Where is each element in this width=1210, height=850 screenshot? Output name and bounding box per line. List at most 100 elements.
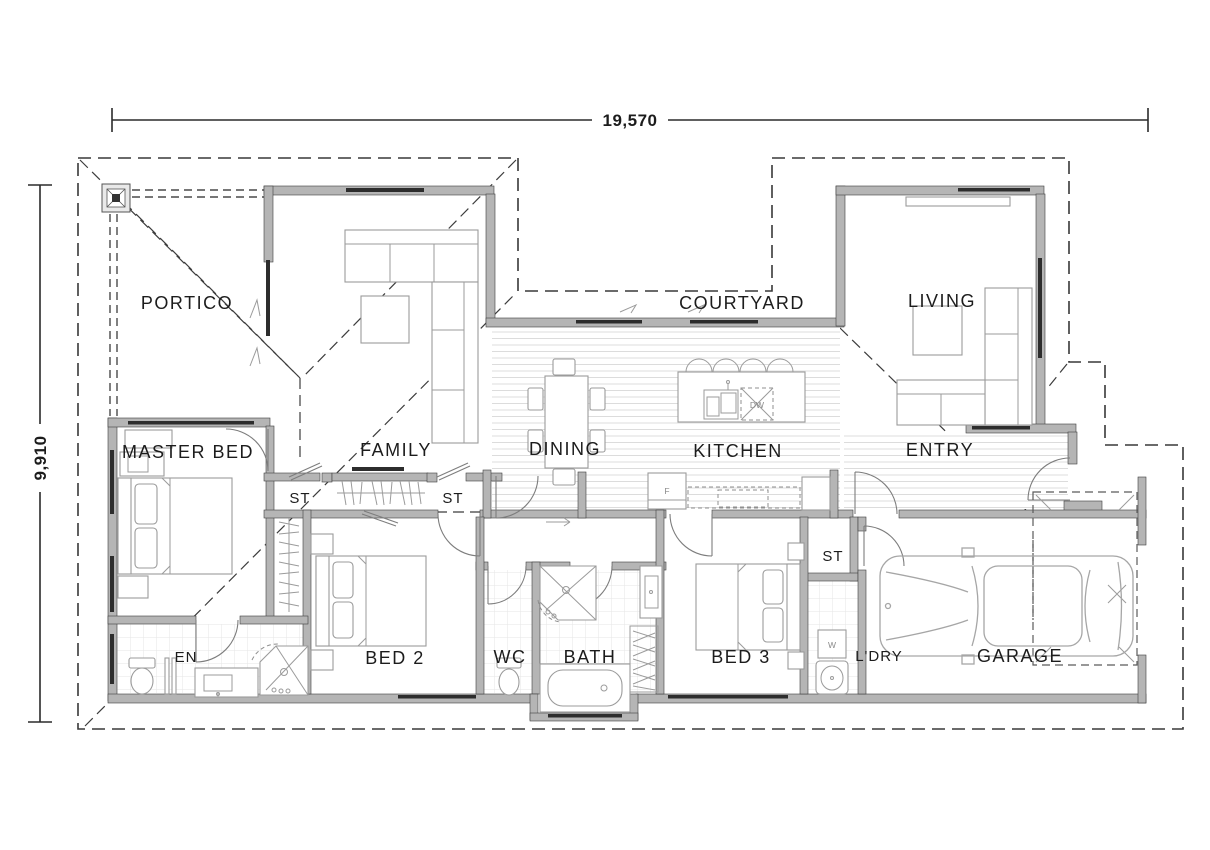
slider-arrow-1 (619, 303, 638, 314)
shelf-family-robe (352, 467, 404, 471)
portico-step-marks (249, 298, 261, 367)
room-label-bed3: BED 3 (711, 647, 771, 667)
wall-garage-east-b (1137, 654, 1147, 704)
window-courtyard-2 (690, 320, 758, 324)
dimension-left: 9,910 (28, 184, 52, 723)
wall-st-band-1 (263, 472, 321, 482)
toilet-wc (496, 657, 522, 696)
window-family-west (266, 260, 270, 336)
wall-ensuite-north-b (239, 615, 309, 625)
wall-entry-east (1067, 431, 1078, 465)
door-master (225, 428, 269, 472)
living-coffee-table (912, 305, 963, 356)
bathtub (539, 663, 631, 713)
master-window-seat (124, 429, 173, 449)
room-label-st1: ST (289, 490, 310, 507)
window-master-north (128, 421, 254, 425)
kitchen-island (677, 358, 806, 423)
bed3-furniture (695, 542, 805, 670)
dimension-top: 19,570 (111, 108, 1149, 132)
window-living-south (972, 426, 1030, 430)
appliance-label-washer: W (828, 640, 836, 650)
room-label-living: LIVING (908, 291, 976, 311)
wall-st3-south (799, 572, 859, 582)
room-label-st3: ST (822, 548, 843, 565)
master-bed-furniture (117, 429, 233, 599)
wall-garage-west-a (857, 516, 867, 532)
wall-dining-west (577, 471, 587, 519)
wall-st-band-2 (331, 472, 429, 482)
room-label-st2: ST (442, 490, 463, 507)
room-label-master-bed: MASTER BED (122, 442, 254, 462)
wall-garage-north (898, 509, 1147, 519)
family-coffee-table (360, 295, 410, 344)
window-living-east (1038, 258, 1042, 358)
door-st1-pivot (288, 462, 323, 481)
door-garage-internal (863, 525, 905, 567)
appliance-label-dishwasher: DW (750, 400, 764, 410)
vanity-bath (639, 565, 663, 619)
kitchen-bench (687, 476, 831, 511)
dimension-width-label: 19,570 (603, 111, 658, 130)
fridge (647, 472, 687, 510)
wall-st-post-1 (321, 472, 333, 483)
window-bath-south (548, 714, 622, 718)
window-ensuite-west (110, 634, 114, 684)
door-entry-hall (854, 471, 898, 515)
deck-floor-entry (844, 433, 1068, 509)
wall-kitchen-east (829, 469, 839, 519)
vanity-ensuite (194, 667, 259, 698)
wall-family-west (263, 185, 274, 263)
window-bed3-south (668, 695, 788, 699)
wall-family-east (485, 193, 496, 325)
toilet-ensuite (128, 657, 156, 695)
wall-living-north (835, 185, 1045, 196)
door-bed2 (437, 513, 481, 557)
wall-ensuite-north-a (107, 615, 197, 625)
wall-master-east (265, 425, 275, 623)
wall-living-west (835, 185, 846, 327)
wardrobe-rail-st (337, 480, 425, 506)
wall-wc-bath (531, 561, 541, 695)
dimension-height-label: 9,910 (31, 435, 50, 480)
room-label-laundry: L'DRY (855, 648, 903, 665)
linen-shelves (629, 625, 659, 693)
dining-table-set (527, 358, 606, 486)
wall-garage-west-b (857, 569, 867, 695)
room-label-dining: DINING (529, 439, 601, 459)
wall-st2-east (482, 469, 492, 519)
door-robe-pivot (361, 510, 399, 527)
dishwasher (740, 387, 774, 421)
doors (195, 428, 1071, 663)
portico-column (101, 183, 131, 213)
appliance-label-fridge: F (664, 486, 669, 496)
window-bed2-south (398, 695, 476, 699)
car (879, 547, 1134, 665)
room-label-ensuite: EN (175, 649, 198, 666)
room-label-garage: GARAGE (977, 646, 1063, 666)
window-family-north (346, 188, 424, 192)
family-sofa (344, 229, 479, 444)
room-label-entry: ENTRY (906, 440, 974, 460)
room-label-family: FAMILY (360, 440, 432, 460)
window-master-west-2 (110, 556, 114, 612)
door-front-entry (1027, 457, 1071, 501)
bed2-furniture (310, 533, 427, 671)
towel-rail-ensuite (164, 657, 177, 695)
living-sofa (896, 287, 1033, 426)
laundry-tub (815, 660, 849, 695)
hall-direction-arrow (546, 517, 571, 527)
door-bed3 (669, 513, 713, 557)
shower-bath (537, 565, 597, 623)
wall-st-post-2 (426, 472, 438, 483)
window-living-north (958, 188, 1030, 192)
room-label-bed2: BED 2 (365, 648, 425, 668)
windows (110, 188, 1042, 718)
door-ensuite (195, 619, 239, 663)
room-label-kitchen: KITCHEN (693, 441, 783, 461)
living-console (905, 196, 1011, 207)
window-courtyard-1 (576, 320, 642, 324)
wall-st3-east (849, 516, 859, 582)
